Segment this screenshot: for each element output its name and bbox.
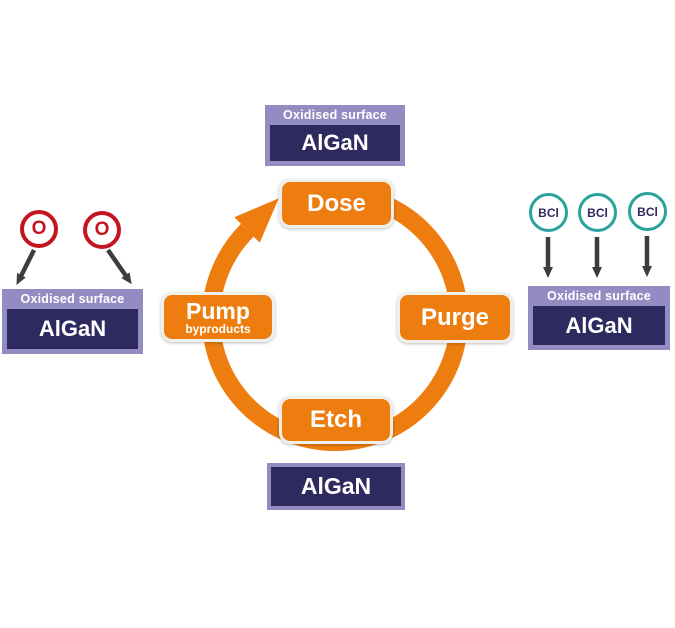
step-pump-sublabel: byproducts [185, 321, 251, 336]
step-etch-label: Etch [309, 406, 362, 434]
stack-top-surface-label: Oxidised surface [283, 108, 387, 122]
oxygen-arrow-left [16, 248, 37, 285]
stack-top-material: AlGaN [270, 125, 400, 161]
oxygen-atom: O [83, 211, 121, 249]
stack-top: Oxidised surface AlGaN [265, 105, 405, 166]
bcl-molecule: BCl [628, 192, 667, 231]
step-pump: Pump byproducts [161, 292, 275, 342]
step-etch: Etch [279, 396, 393, 444]
step-dose: Dose [279, 179, 394, 228]
stack-left-surface-label: Oxidised surface [20, 292, 125, 306]
stack-right-material: AlGaN [533, 306, 665, 345]
cycle-ring-arrowhead [234, 198, 279, 243]
stack-bottom: AlGaN [267, 463, 405, 510]
stack-left: Oxidised surface AlGaN [2, 289, 143, 354]
step-purge: Purge [397, 292, 513, 343]
step-purge-label: Purge [420, 303, 489, 331]
bcl-molecule: BCl [529, 193, 568, 232]
stack-right-surface-label: Oxidised surface [547, 289, 651, 303]
stack-right: Oxidised surface AlGaN [528, 286, 670, 350]
step-pump-label: Pump [186, 297, 250, 324]
bcl-molecule: BCl [578, 193, 617, 232]
oxygen-atom: O [20, 210, 58, 248]
step-dose-label: Dose [307, 189, 366, 217]
oxygen-arrow-right [106, 248, 132, 285]
stack-left-material: AlGaN [7, 309, 138, 349]
